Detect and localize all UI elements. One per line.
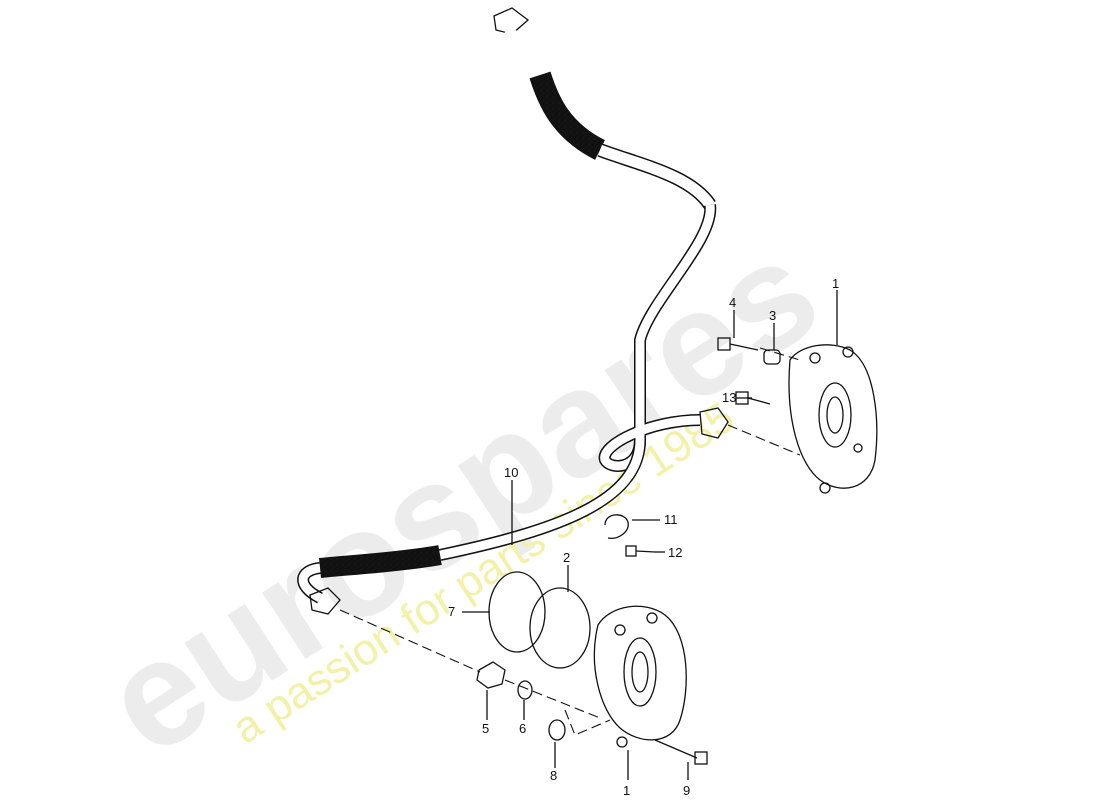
callouts: 1 1 2 3 4 5 6 7 8 9 10 11 12 13 — [448, 276, 839, 798]
callout-11: 11 — [664, 512, 678, 527]
callout-2: 2 — [563, 550, 570, 565]
upper-pump-housing — [788, 344, 878, 494]
callout-10: 10 — [504, 465, 518, 480]
callout-3: 3 — [769, 308, 776, 323]
callout-9: 9 — [683, 783, 690, 798]
callout-7: 7 — [448, 604, 455, 619]
oil-line-tube — [297, 204, 729, 615]
watermark-brand: eurospares — [76, 205, 846, 786]
callout-13: 13 — [722, 390, 736, 405]
callout-5: 5 — [482, 721, 489, 736]
callout-1-bottom: 1 — [623, 783, 630, 798]
lower-pump-housing — [593, 605, 687, 748]
callout-1-top: 1 — [832, 276, 839, 291]
watermark: eurospares a passion for parts since 198… — [76, 205, 846, 786]
callout-8: 8 — [550, 768, 557, 783]
leader-lines — [462, 290, 838, 780]
callout-4: 4 — [729, 295, 736, 310]
callout-12: 12 — [668, 545, 682, 560]
assembly-lines — [339, 347, 801, 736]
callout-6: 6 — [519, 721, 526, 736]
upper-hose — [493, 7, 716, 210]
